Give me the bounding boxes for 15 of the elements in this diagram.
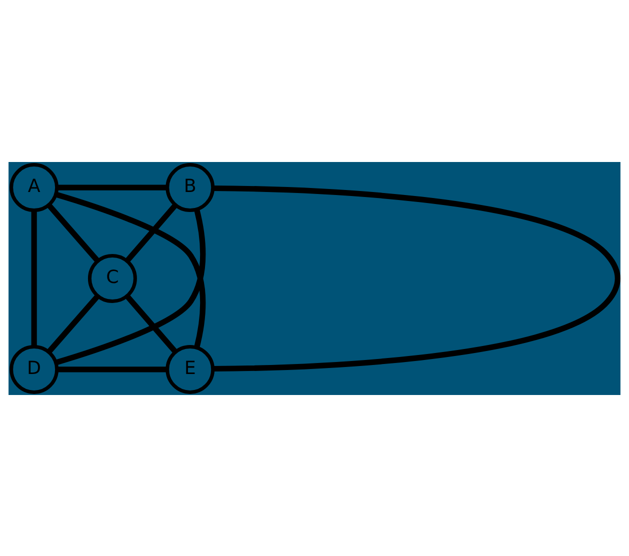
connector	[55, 208, 206, 365]
connector	[125, 202, 178, 262]
connector	[31, 210, 37, 346]
connector	[56, 366, 168, 372]
connector	[46, 202, 100, 262]
connector	[56, 184, 168, 190]
node-circle: A	[10, 162, 59, 212]
connector	[46, 294, 100, 354]
connector	[124, 294, 178, 354]
node-circle: B	[166, 162, 215, 212]
node-circle: D	[10, 344, 59, 394]
node-circle: C	[88, 254, 137, 302]
connector	[55, 191, 206, 348]
node-circle: E	[166, 344, 215, 394]
connector	[212, 184, 620, 372]
